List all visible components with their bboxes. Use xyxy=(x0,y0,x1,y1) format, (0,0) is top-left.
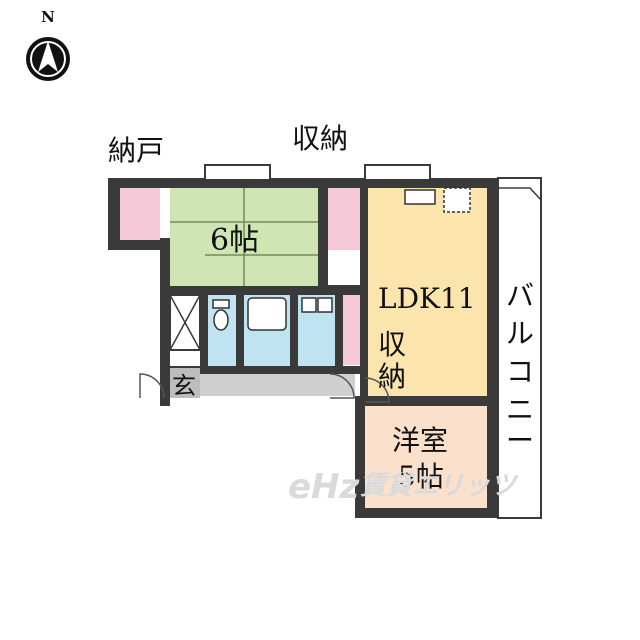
label-balcony: バ ル コ ニ ー xyxy=(506,279,534,457)
bathtub-icon xyxy=(247,297,287,331)
watermark-logo: eHz xyxy=(288,467,360,507)
room-yoshitsu xyxy=(365,406,487,508)
room-corridor xyxy=(170,374,355,396)
label-shuno-mid-1: 収 xyxy=(378,328,406,361)
label-genkan: 玄 xyxy=(172,372,196,400)
balcony xyxy=(497,177,542,519)
label-balcony-2: ル xyxy=(506,317,534,350)
room-genkan xyxy=(170,368,200,398)
sink-icon xyxy=(301,297,333,313)
room-shuno-top xyxy=(328,188,360,250)
label-shuno-top: 収納 xyxy=(292,122,348,155)
label-yoshitsu-1: 洋室 xyxy=(392,424,448,457)
label-balcony-3: コ xyxy=(506,355,534,388)
walls xyxy=(108,164,498,518)
room-shuno-mid xyxy=(343,295,360,365)
label-nando: 納戸 xyxy=(108,134,164,167)
kitchen-counter-icon xyxy=(404,187,471,213)
label-balcony-1: バ xyxy=(506,279,534,312)
label-washitsu: 6帖 xyxy=(210,223,259,258)
toilet-icon xyxy=(212,299,230,331)
label-balcony-5: ー xyxy=(506,424,534,457)
tatami-lines xyxy=(170,188,318,286)
room-ldk xyxy=(368,188,487,396)
watermark-text: 賃貸エリッツ xyxy=(360,471,519,501)
label-balcony-4: ニ xyxy=(506,393,534,426)
label-ldk: LDK11 xyxy=(378,282,476,315)
label-yoshitsu-2: 5帖 xyxy=(398,460,444,493)
label-shuno-mid-2: 納 xyxy=(378,360,406,393)
compass-label: N xyxy=(41,8,55,26)
north-compass-icon xyxy=(26,37,70,81)
door-swings xyxy=(139,373,390,403)
room-nando xyxy=(120,188,160,240)
